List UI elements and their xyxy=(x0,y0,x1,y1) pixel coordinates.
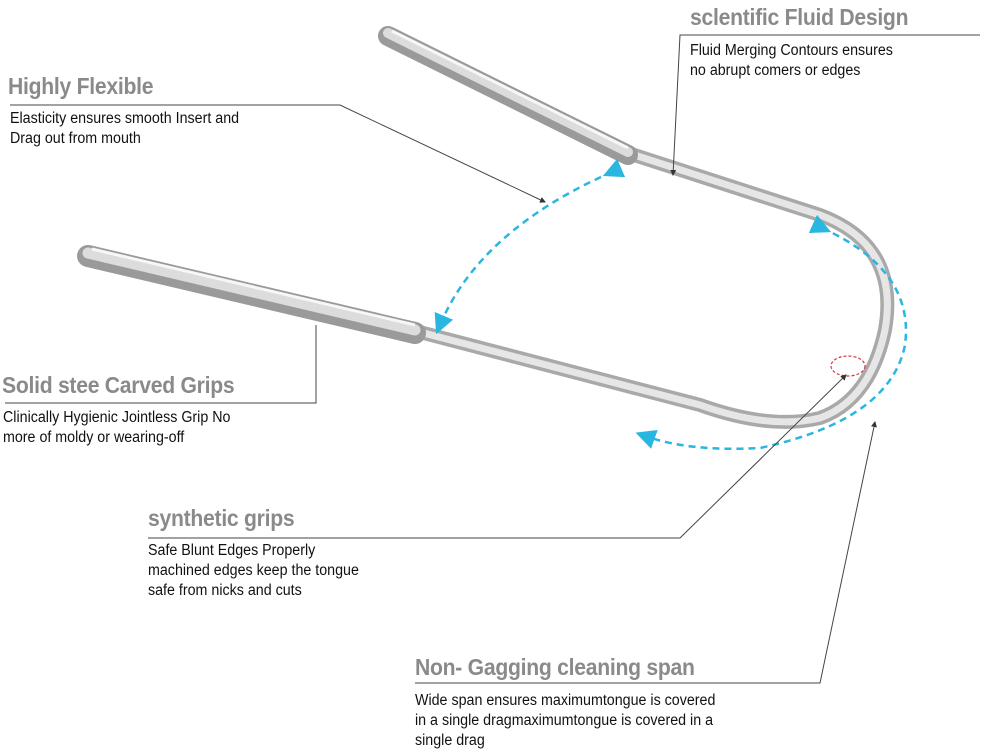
synthetic-grips-text: Safe Blunt Edges Properly machined edges… xyxy=(148,541,359,601)
text-line: safe from nicks and cuts xyxy=(148,582,302,599)
span-text: Wide span ensures maximumtongue is cover… xyxy=(415,691,715,751)
flexible-text: Elasticity ensures smooth Insert and Dra… xyxy=(10,109,239,149)
text-line: in a single dragmaximumtongue is covered… xyxy=(415,712,714,729)
text-line: single drag xyxy=(415,732,485,749)
text-line: Wide span ensures maximumtongue is cover… xyxy=(415,692,716,709)
text-line: Clinically Hygienic Jointless Grip No xyxy=(3,409,231,426)
text-line: Elasticity ensures smooth Insert and xyxy=(10,110,240,127)
text-line: Drag out from mouth xyxy=(10,130,141,147)
leader-lines xyxy=(5,34,980,684)
upper-handle xyxy=(378,26,638,165)
scraper-band xyxy=(405,145,895,429)
text-line: more of moldy or wearing-off xyxy=(3,429,185,446)
flexible-title: Highly Flexible xyxy=(8,73,154,99)
grips-title: Solid stee Carved Grips xyxy=(2,372,235,398)
grips-text: Clinically Hygienic Jointless Grip No mo… xyxy=(3,408,230,448)
synthetic-grips-title: synthetic grips xyxy=(148,505,295,531)
scientific-design-text: Fluid Merging Contours ensures no abrupt… xyxy=(690,41,893,81)
scientific-design-title: sclentific Fluid Design xyxy=(690,4,909,30)
text-line: no abrupt comers or edges xyxy=(690,62,861,79)
text-line: machined edges keep the tongue xyxy=(148,562,359,579)
span-title: Non- Gagging cleaning span xyxy=(415,654,695,680)
flex-arrow xyxy=(434,158,626,335)
lower-handle xyxy=(77,245,426,344)
text-line: Fluid Merging Contours ensures xyxy=(690,42,893,59)
highlight-circle xyxy=(830,355,866,377)
curve-arrow xyxy=(635,214,908,451)
text-line: Safe Blunt Edges Properly xyxy=(148,542,316,559)
